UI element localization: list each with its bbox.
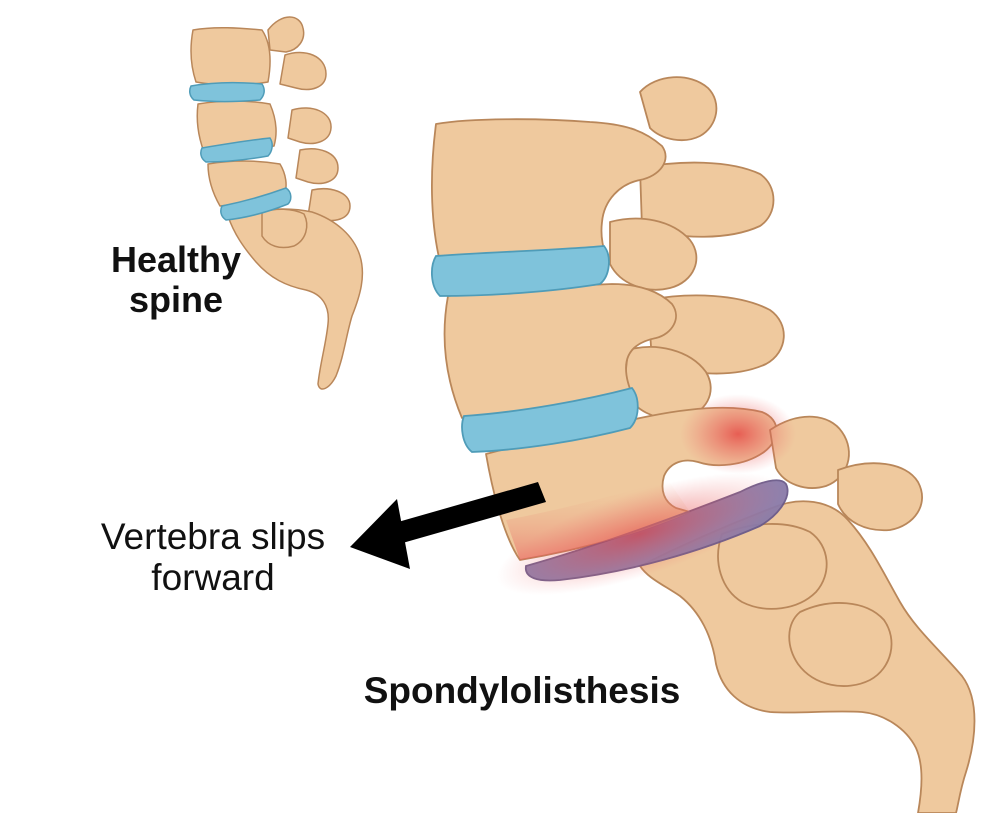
vertebra-slip-label: Vertebra slips forward: [66, 516, 360, 599]
inflammation-glow: [496, 394, 796, 596]
spinous-process-1: [639, 161, 775, 238]
sacrum-segment-2: [788, 602, 893, 687]
arrow-shaft: [384, 482, 546, 546]
inflammation-disc: [496, 472, 784, 596]
healthy-disc-1: [189, 81, 265, 103]
vertebra-slip-label-line1: Vertebra slips: [100, 516, 326, 557]
healthy-discs: [189, 81, 292, 221]
vertebra-slip-label-line2: forward: [151, 557, 275, 599]
arrow-head: [350, 499, 410, 569]
sacral-process: [837, 462, 923, 532]
disc-2: [461, 386, 639, 453]
healthy-disc-3: [220, 187, 292, 221]
inflammation-body: [506, 480, 690, 560]
large-discs: [431, 245, 639, 453]
inflammation-joint: [680, 394, 796, 474]
slip-direction-arrow-icon: [350, 482, 546, 569]
healthy-spine-label-line2: spine: [128, 279, 224, 321]
articular-process-1: [609, 217, 698, 291]
healthy-vertebra-1: [190, 26, 271, 86]
healthy-spinous-process-1: [267, 16, 305, 53]
sacrum-segment-1: [717, 523, 828, 610]
healthy-spinous-process-4: [295, 148, 339, 185]
healthy-spine-label: Healthy spine: [88, 239, 264, 321]
disc-1: [431, 245, 610, 297]
facet-process-top: [639, 76, 718, 142]
healthy-sacrum-facet: [261, 208, 308, 249]
healthy-spinous-process-3: [287, 107, 332, 145]
condition-label-text: Spondylolisthesis: [363, 670, 681, 711]
healthy-spine-label-line1: Healthy: [110, 239, 242, 280]
vertebra-body-2: [443, 283, 677, 419]
condition-label: Spondylolisthesis: [330, 670, 714, 711]
healthy-spinous-process-2: [279, 51, 327, 91]
healthy-disc-2: [200, 137, 273, 163]
healthy-sacrum: [227, 208, 364, 390]
